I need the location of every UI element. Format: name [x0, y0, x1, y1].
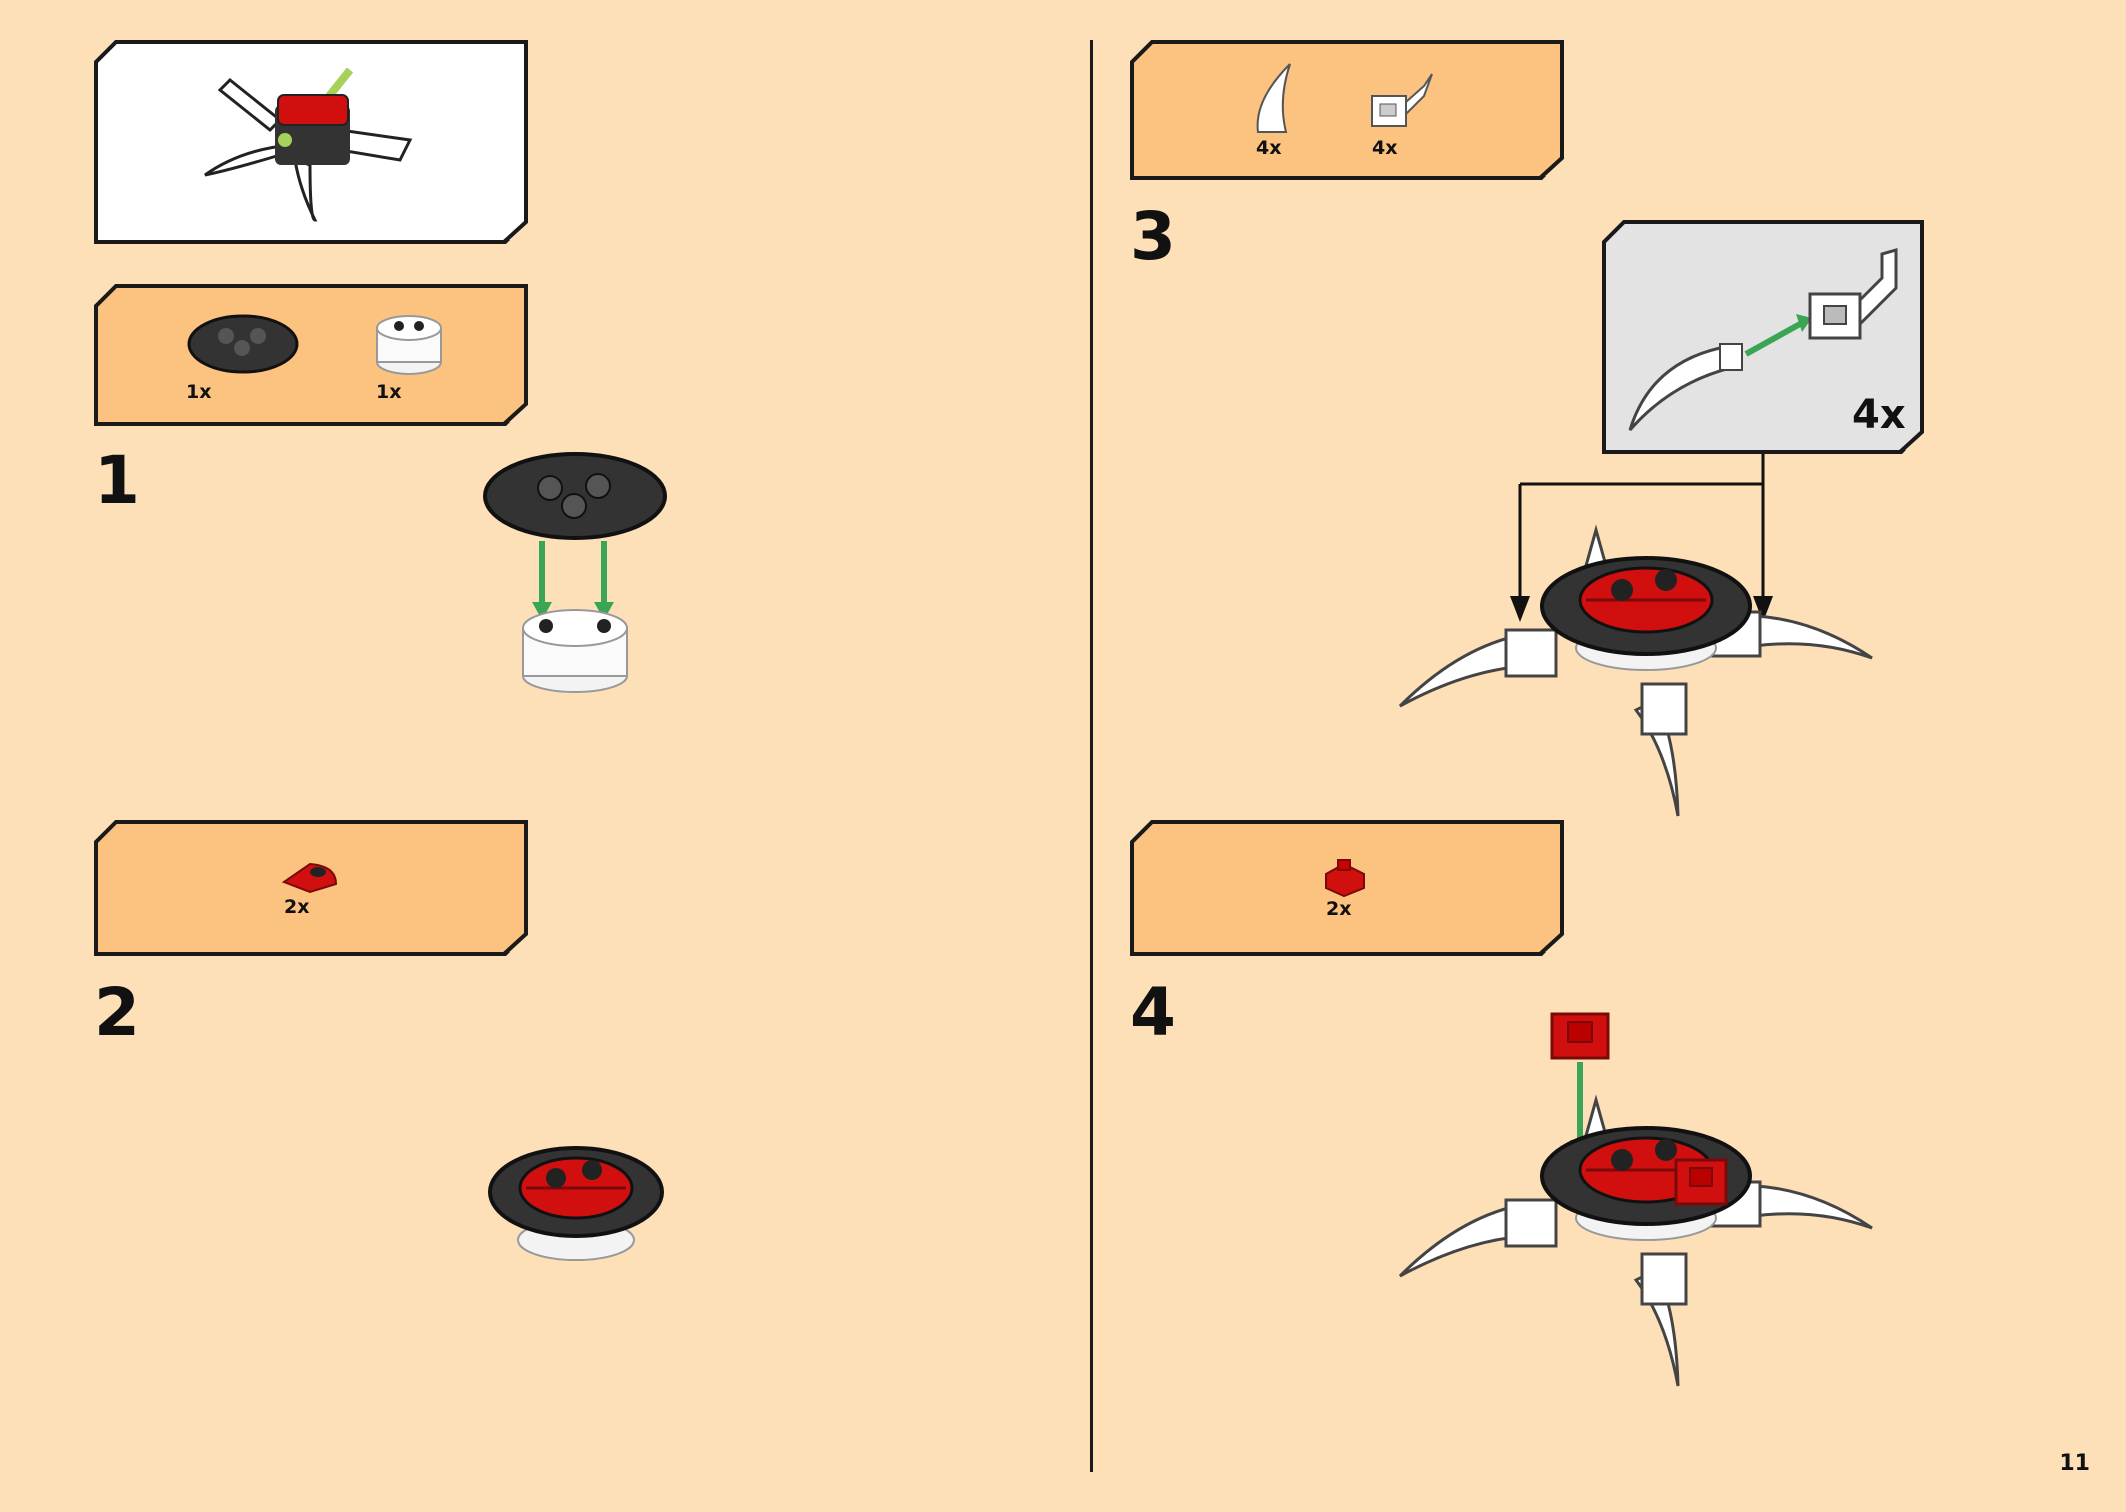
- white-horn-icon: [1256, 63, 1291, 133]
- red-clip-plate-icon: [1325, 859, 1365, 898]
- step-2-part-1-qty: 2x: [284, 896, 310, 918]
- step-3-callout-illustration: [1628, 248, 1898, 431]
- step-4-build-illustration: [1398, 1012, 1873, 1387]
- step-1-parts-box: [94, 284, 528, 426]
- page-number: 11: [2059, 1451, 2090, 1476]
- step-4-part-1-qty: 2x: [1326, 898, 1352, 920]
- step-3-part-1-qty: 4x: [1256, 137, 1282, 159]
- step-3-number: 3: [1130, 198, 1176, 275]
- step-1-build-illustration: [483, 452, 667, 693]
- step-1-number: 1: [94, 442, 140, 519]
- step-2-number: 2: [94, 974, 140, 1051]
- step-3-build-illustration: [1398, 524, 1873, 817]
- page-divider: [1090, 40, 1093, 1472]
- step-1-part-1-qty: 1x: [186, 381, 212, 403]
- step-3-part-2-qty: 4x: [1372, 137, 1398, 159]
- step-3-callout-qty: 4x: [1852, 392, 1906, 438]
- step-1-part-2-qty: 1x: [376, 381, 402, 403]
- white-clip-connector-icon: [1371, 73, 1433, 127]
- step-3-callout-arrows: [1510, 454, 1773, 622]
- step-3-parts-box: [1130, 40, 1564, 180]
- red-half-round-plate-icon: [281, 862, 338, 894]
- step-4-number: 4: [1130, 974, 1176, 1051]
- step-2-build-illustration: [488, 1146, 664, 1261]
- white-round-brick-icon: [376, 315, 442, 375]
- completed-model-icon: [204, 67, 413, 222]
- black-octagon-plate-icon: [187, 314, 299, 374]
